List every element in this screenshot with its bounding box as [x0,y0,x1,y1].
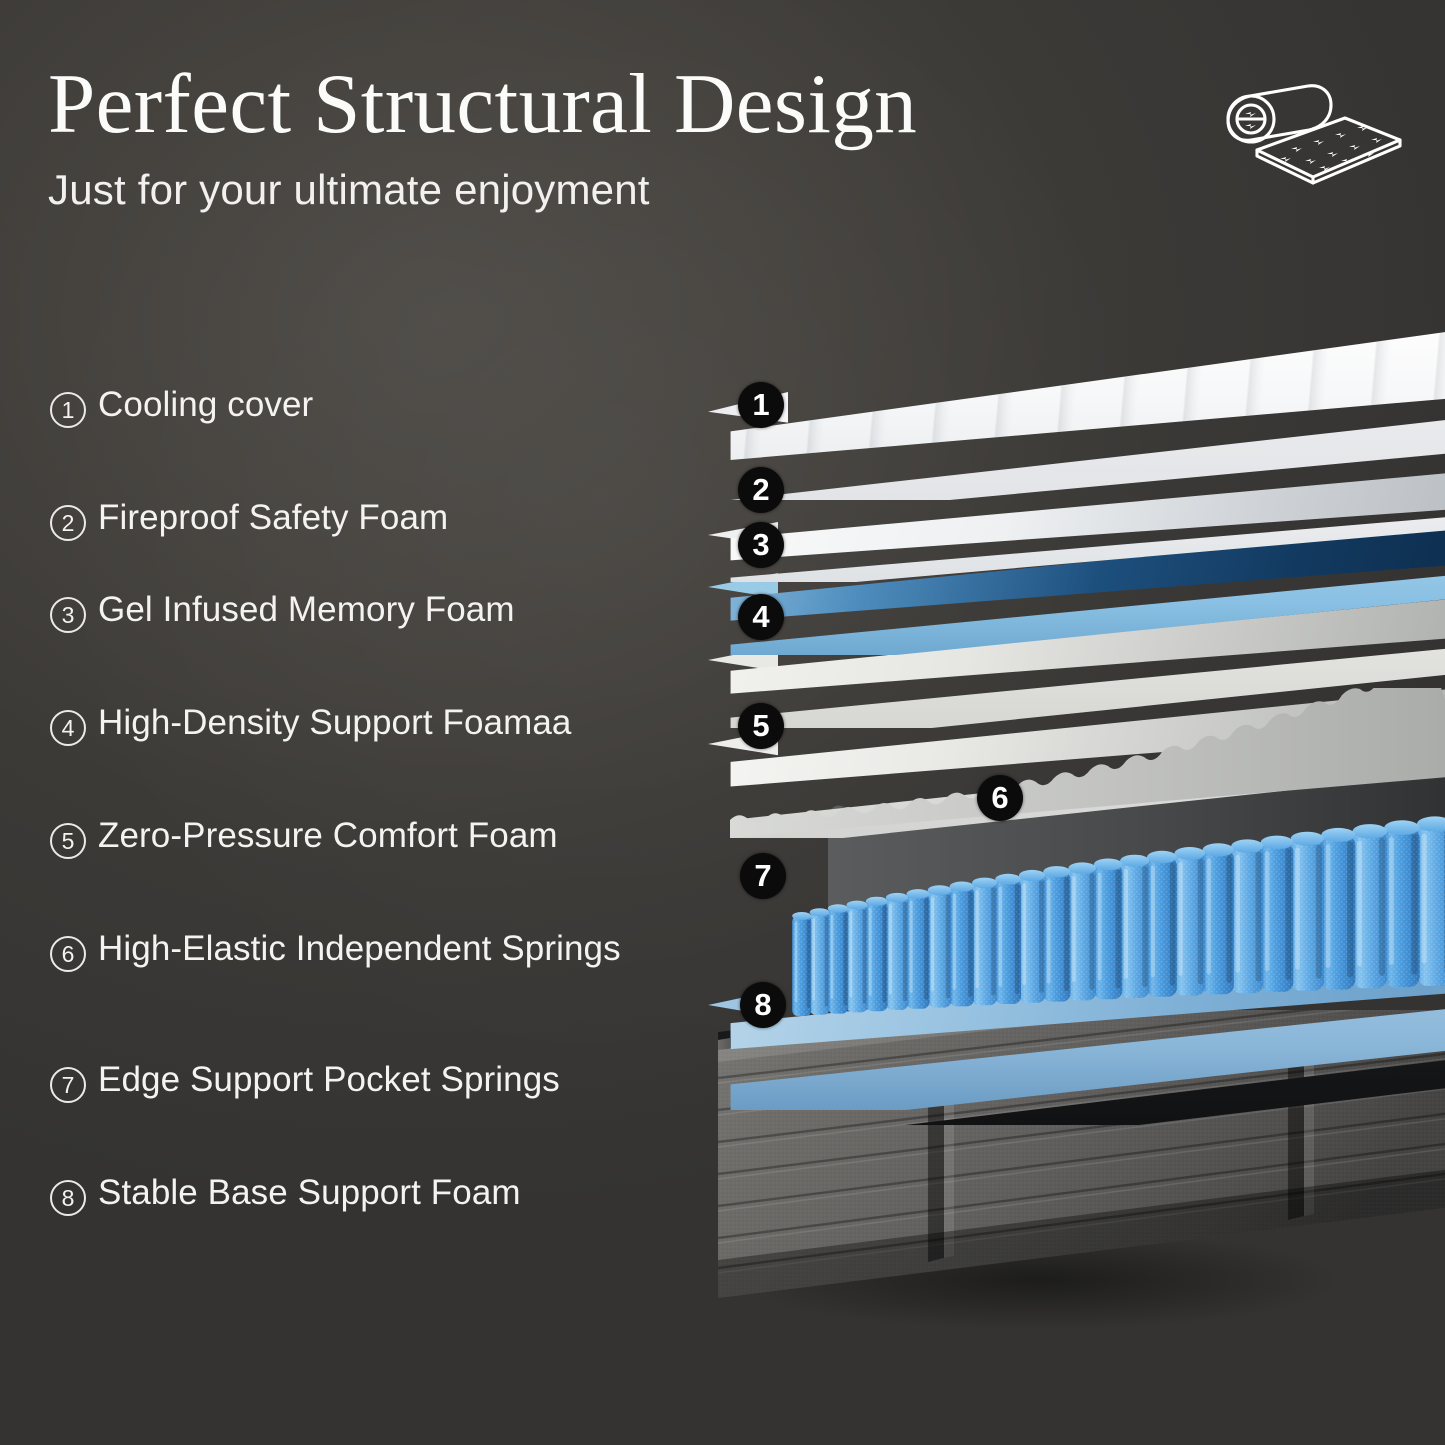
legend-number-2: 2 [50,505,86,541]
legend-label-7: Edge Support Pocket Springs [98,1060,560,1099]
diagram-badge-8: 8 [740,982,786,1028]
page-subtitle: Just for your ultimate enjoyment [48,166,650,213]
legend-label-1: Cooling cover [98,385,314,424]
spring-cylinder [1068,862,1097,1001]
spring-cylinder [1321,827,1356,990]
spring-cylinder-row [792,816,1445,1016]
legend-label-8: Stable Base Support Foam [98,1173,521,1212]
legend-label-5: Zero-Pressure Comfort Foam [98,816,558,855]
spring-cylinder [1416,816,1445,986]
legend-label-3: Gel Infused Memory Foam [98,590,515,629]
diagram-layer-spring-core [708,768,1445,1098]
legend-number-1: 1 [50,392,86,428]
spring-cylinder [1018,869,1046,1003]
spring-cylinder [865,896,888,1012]
layer5-wavy-underside [730,688,1445,838]
spring-cylinder [1202,843,1234,995]
spring-cylinder [885,892,909,1010]
spring-cylinder [927,885,952,1008]
legend-number-5: 5 [50,823,86,859]
legend-label-6: High-Elastic Independent Springs [98,929,621,968]
spring-cylinder [1120,854,1150,998]
diagram-badge-5: 5 [738,703,784,749]
legend-number-3: 3 [50,597,86,633]
spring-cylinder [846,900,868,1013]
diagram-badge-7: 7 [740,853,786,899]
spring-cylinder [1093,858,1123,1000]
diagram-badge-4: 4 [738,594,784,640]
spring-cylinder [949,881,974,1007]
legend-item-gel-infused-memory-foam: 3 Gel Infused Memory Foam [50,590,710,633]
legend-label-2: Fireproof Safety Foam [98,498,449,537]
page-title: Perfect Structural Design [48,57,918,151]
spring-cylinder [1384,820,1420,988]
diagram-badge-1: 1 [738,382,784,428]
legend-item-cooling-cover: 1 Cooling cover [50,385,710,428]
diagram-badge-2: 2 [738,467,784,513]
rolled-mattress-icon [1195,78,1410,188]
spring-cylinder [1147,850,1177,997]
legend-item-fireproof-safety-foam: 2 Fireproof Safety Foam [50,498,710,541]
legend-number-8: 8 [50,1180,86,1216]
spring-cylinder [792,912,812,1016]
spring-cylinder [827,904,849,1014]
spring-cylinder [972,877,998,1006]
spring-cylinder [809,908,830,1015]
mattress-layer-diagram: 1 2 3 4 5 6 7 8 [660,320,1445,1370]
spring-cylinder [1260,835,1294,992]
legend-item-stable-base-support-foam: 8 Stable Base Support Foam [50,1173,710,1216]
legend-label-4: High-Density Support Foamaa [98,703,572,742]
diagram-layer-cooling-cover [708,330,1445,500]
legend-number-7: 7 [50,1067,86,1103]
spring-cylinder [1352,824,1388,989]
legend-number-4: 4 [50,710,86,746]
header: Perfect Structural Design Just for your … [48,62,1188,211]
layer-legend-list: 1 Cooling cover 2 Fireproof Safety Foam … [50,385,710,1265]
spring-cylinder [906,889,930,1009]
diagram-badge-6: 6 [977,775,1023,821]
spring-cylinder [1231,839,1264,994]
legend-item-high-elastic-independent-springs: 6 High-Elastic Independent Springs [50,929,710,972]
spring-cylinder [995,873,1021,1004]
spring-cylinder [1043,866,1071,1002]
spring-cylinder [1174,847,1205,996]
legend-item-edge-support-pocket-springs: 7 Edge Support Pocket Springs [50,1060,710,1103]
legend-item-high-density-support-foam: 4 High-Density Support Foamaa [50,703,710,746]
legend-number-6: 6 [50,936,86,972]
diagram-badge-3: 3 [738,522,784,568]
pocket-spring-array [792,768,1445,1016]
legend-item-zero-pressure-comfort-foam: 5 Zero-Pressure Comfort Foam [50,816,710,859]
spring-cylinder [1290,831,1324,991]
